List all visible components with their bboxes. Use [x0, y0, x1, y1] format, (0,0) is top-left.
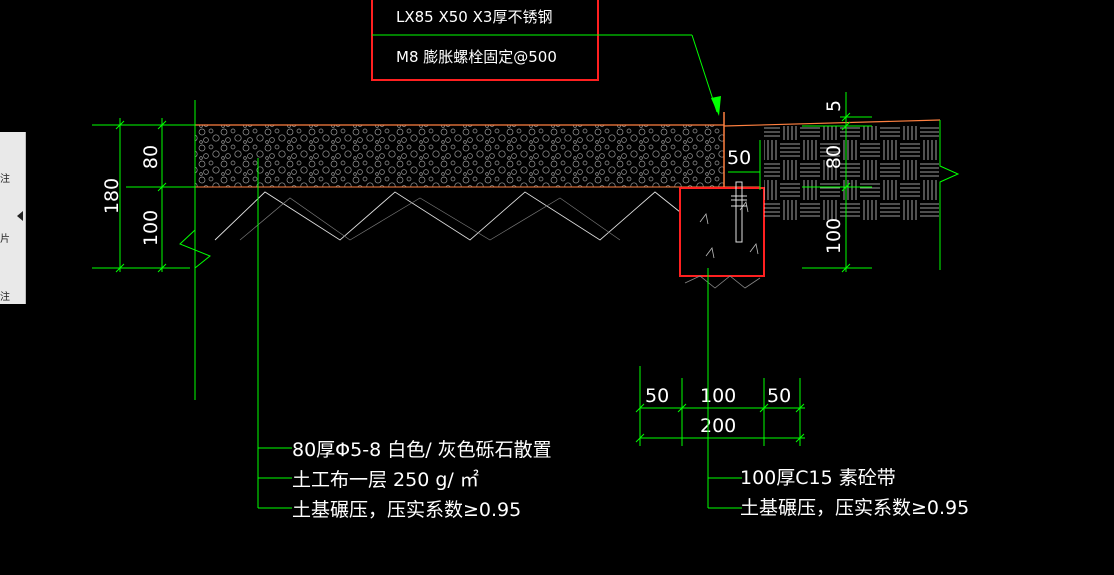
left-notes-leader: [257, 158, 292, 509]
concrete-band: [679, 187, 765, 277]
paver-break-line: [939, 120, 960, 270]
dim-right-lower: 100: [823, 218, 845, 254]
right-dim-lines: [728, 92, 872, 273]
side-panel-label-3: 注: [0, 292, 10, 303]
dim-bottom-total: 200: [700, 415, 736, 437]
right-notes-leader: [707, 268, 742, 509]
note-right-2: 土基碾压，压实系数≥0.95: [740, 497, 969, 519]
note-right-1: 100厚C15 素砼带: [740, 467, 896, 489]
dim-left-upper: 80: [140, 145, 162, 169]
soil-under-band: [684, 275, 761, 289]
dim-bottom-right: 50: [767, 385, 791, 407]
left-dim-lines: [92, 100, 211, 400]
note-left-1: 80厚Φ5-8 白色/ 灰色砾石散置: [292, 439, 552, 461]
expand-arrow-icon[interactable]: [17, 211, 23, 221]
dim-right-offset: 50: [727, 147, 751, 169]
dim-right-top: 5: [823, 100, 845, 112]
side-panel-label-2: 片: [0, 234, 10, 245]
callout-line-1: LX85 X50 X3厚不锈钢: [396, 8, 552, 26]
callout-line-2: M8 膨胀螺栓固定@500: [396, 48, 557, 66]
dim-left-total: 180: [101, 178, 123, 214]
dim-right-upper: 80: [823, 145, 845, 169]
concrete-marks: [699, 201, 759, 259]
side-panel-label-1: 注: [0, 174, 10, 185]
paver-top-line: [723, 119, 941, 127]
compacted-soil-hatch-2: [239, 197, 621, 241]
callout-box: [371, 0, 599, 81]
callout-leader: [372, 34, 718, 113]
bottom-dim-lines: [635, 366, 805, 446]
paver-area: [764, 126, 939, 220]
compacted-soil-hatch: [214, 191, 681, 241]
note-left-2: 土工布一层 250 g/ ㎡: [292, 468, 479, 491]
gravel-layer: [195, 125, 724, 187]
dim-left-lower: 100: [140, 210, 162, 246]
note-left-3: 土基碾压，压实系数≥0.95: [292, 499, 521, 521]
collapsed-side-panel[interactable]: 注 片 注: [0, 132, 26, 304]
leader-arrow: [711, 96, 721, 116]
dim-bottom-left: 50: [645, 385, 669, 407]
dim-bottom-mid: 100: [700, 385, 736, 407]
anchor-bolt: [731, 181, 747, 243]
